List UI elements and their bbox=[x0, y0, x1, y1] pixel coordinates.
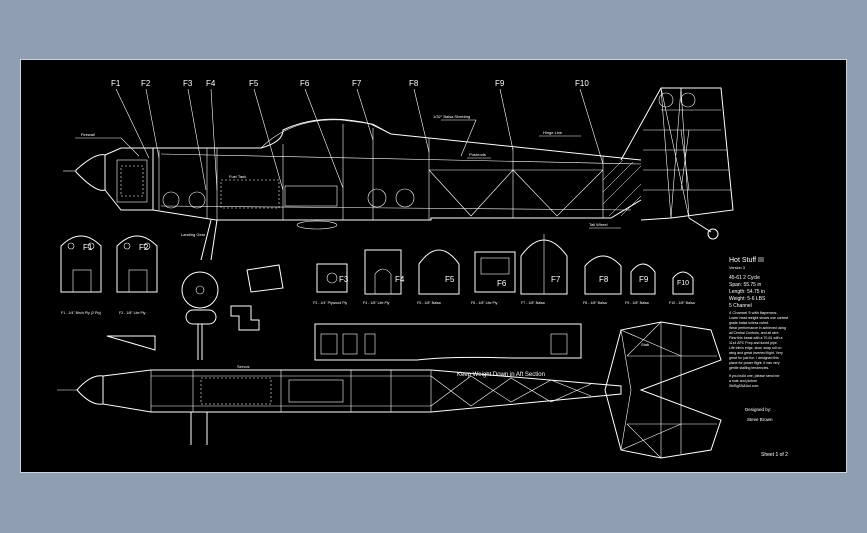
note-line-4: Wear performance in achieved using bbox=[729, 326, 786, 330]
former-label-f1: F1 bbox=[111, 79, 121, 88]
note-line-6: Flew this beast with a 70-61 with a bbox=[729, 336, 783, 340]
plan-title: Hot Stuff III bbox=[729, 257, 764, 264]
caption-f4: F4 - 1/8" Lite Ply bbox=[363, 301, 390, 305]
former-f4-tag: F4 bbox=[395, 275, 405, 284]
plan-subtitle: Version 3 bbox=[729, 266, 745, 270]
top-view-fuselage: Keep Weight Down in Aft Section Servos S… bbox=[57, 321, 722, 459]
note-line-8: Life trim's edge, slow, snap roll on bbox=[729, 346, 781, 350]
label-tail-wheel: Tail Wheel bbox=[589, 222, 608, 227]
caption-f7: F7 - 1/8" Balsa bbox=[521, 301, 545, 305]
former-label-f5: F5 bbox=[249, 79, 259, 88]
caption-f8: F8 - 1/8" Balsa bbox=[583, 301, 607, 305]
top-view-note: Keep Weight Down in Aft Section bbox=[457, 372, 545, 378]
former-f6-tag: F6 bbox=[497, 279, 507, 288]
plan-sheet: F1 F2 F3 F4 F5 F6 F7 F8 F9 F10 bbox=[20, 59, 847, 473]
caption-f2: F2 - 1/8" Lite Ply bbox=[119, 311, 146, 315]
former-label-f10: F10 bbox=[575, 79, 589, 88]
former-f8-tag: F8 bbox=[599, 275, 609, 284]
sheet-number: Sheet 1 of 2 bbox=[761, 452, 788, 458]
caption-f10: F10 - 1/8" Balsa bbox=[669, 301, 695, 305]
spec-channels: 5 Channel bbox=[729, 303, 752, 309]
title-block: Hot Stuff III Version 3 45-61 2 Cycle Sp… bbox=[729, 257, 788, 458]
note-line-11: plane for power flight. It has very bbox=[729, 361, 780, 365]
label-landing-gear: Landing Gear bbox=[181, 232, 206, 237]
former-f2-tag: F2 bbox=[139, 243, 149, 252]
note-line-3: grade balsa unless noted. bbox=[729, 321, 769, 325]
label-stab: Stab bbox=[641, 342, 650, 347]
note-line-2: Lower head weight shows use contest bbox=[729, 316, 788, 320]
note-line-15: StriBgSN&Aol.com bbox=[729, 384, 758, 388]
designer-name: Steve Brown bbox=[747, 417, 773, 422]
note-line-1: 4 Channel 5 with flaperons. bbox=[729, 310, 777, 315]
label-pushrod: Pushrods bbox=[469, 152, 486, 157]
former-label-f7: F7 bbox=[352, 79, 362, 88]
label-servo: Servos bbox=[237, 364, 249, 369]
note-line-9: wing and great inverted flight. Very bbox=[729, 351, 783, 355]
designed-by-label: Designed by: bbox=[745, 407, 771, 412]
note-line-7: 11x4 APC Prop and tuned pipe. bbox=[729, 341, 778, 345]
label-firewall: Firewall bbox=[81, 132, 95, 137]
former-f5-tag: F5 bbox=[445, 275, 455, 284]
former-cutouts: F1 F2 F3 F4 F5 F6 F7 F bbox=[60, 234, 695, 360]
former-label-f6: F6 bbox=[300, 79, 310, 88]
spec-span: Span: 55.75 in bbox=[729, 282, 761, 288]
note-line-10: great for just fun. I designed this bbox=[729, 356, 779, 360]
note-line-14: a note and picture bbox=[729, 379, 757, 383]
caption-f1: F1 - 1/4" Birch Ply (2 Ply) bbox=[61, 311, 101, 315]
side-panel bbox=[314, 323, 582, 361]
former-label-f3: F3 bbox=[183, 79, 193, 88]
note-line-13: If you build one, please send me bbox=[729, 374, 779, 378]
blueprint-drawing: F1 F2 F3 F4 F5 F6 F7 F8 F9 F10 bbox=[57, 79, 788, 459]
caption-f5: F5 - 1/8" Balsa bbox=[417, 301, 441, 305]
label-hinge: Hinge Line bbox=[543, 130, 563, 135]
former-f3-tag: F3 bbox=[339, 275, 349, 284]
canopy-note: 1/32" Balsa Sheeting bbox=[433, 114, 470, 119]
caption-f9: F9 - 1/8" Balsa bbox=[625, 301, 649, 305]
former-label-f4: F4 bbox=[206, 79, 216, 88]
former-callouts: F1 F2 F3 F4 F5 F6 F7 F8 F9 F10 bbox=[111, 79, 604, 191]
former-label-f8: F8 bbox=[409, 79, 419, 88]
caption-f6: F6 - 1/8" Lite Ply bbox=[471, 301, 498, 305]
spec-engine: 45-61 2 Cycle bbox=[729, 275, 760, 281]
former-f10-tag: F10 bbox=[677, 280, 689, 287]
note-line-12: gentle stalling tendencies. bbox=[729, 366, 769, 370]
former-f7-tag: F7 bbox=[551, 275, 561, 284]
note-line-5: all Central Controls, and all wire. bbox=[729, 331, 779, 335]
former-f1-tag: F1 bbox=[83, 243, 93, 252]
former-label-f2: F2 bbox=[141, 79, 151, 88]
former-label-f9: F9 bbox=[495, 79, 505, 88]
label-fuel: Fuel Tank bbox=[229, 174, 246, 179]
former-f9-tag: F9 bbox=[639, 275, 649, 284]
spec-length: Length: 54.75 in bbox=[729, 289, 765, 295]
caption-f3: F3 - 1/4" Plywood Ply bbox=[313, 301, 347, 305]
side-view-fuselage: 1/32" Balsa Sheeting Hinge Line Firewall… bbox=[63, 87, 734, 261]
spec-weight: Weight: 5-6 LBS bbox=[729, 296, 766, 302]
